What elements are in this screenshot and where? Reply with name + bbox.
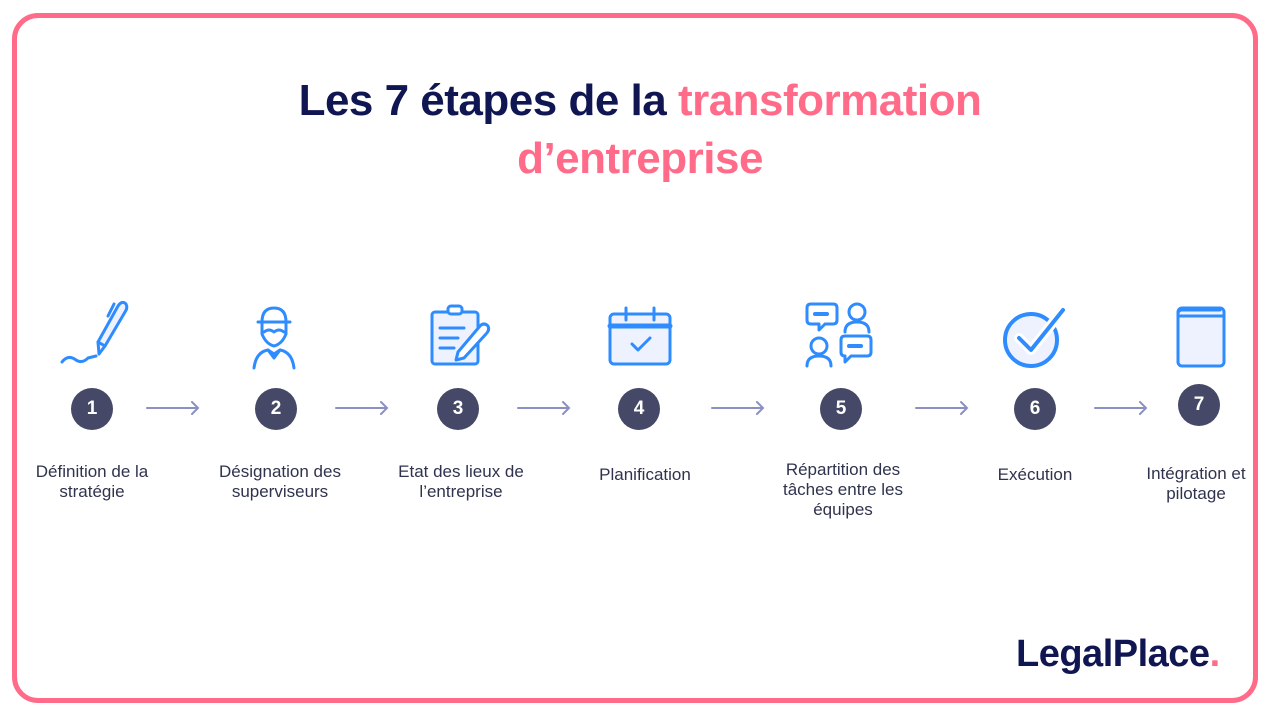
logo-dot: . (1209, 633, 1221, 675)
calendar-check-icon (600, 296, 680, 376)
clipboard-edit-icon (418, 296, 498, 376)
step-label-5: Répartition des tâches entre les équipes (782, 460, 903, 519)
title-part-2: transformation (677, 76, 982, 125)
team-chat-icon (801, 296, 881, 376)
arrow-right-icon (146, 400, 200, 416)
step-number-2: 2 (255, 388, 297, 430)
step-label-1: Définition de la stratégie (35, 462, 149, 501)
legalplace-logo: LegalPlace. (1016, 633, 1220, 676)
supervisor-person-icon (234, 296, 314, 376)
step-number-7: 7 (1178, 384, 1220, 426)
step-label-2: Désignation des superviseurs (219, 462, 341, 501)
step-label-4: Planification (599, 465, 691, 484)
step-number-6: 6 (1014, 388, 1056, 430)
check-circle-icon (995, 296, 1075, 376)
arrow-right-icon (711, 400, 765, 416)
page-title: Les 7 étapes de la transformation d’entr… (0, 72, 1280, 188)
arrow-right-icon (1094, 400, 1148, 416)
title-part-3: d’entreprise (517, 134, 763, 183)
step-number-1: 1 (71, 388, 113, 430)
title-part-1: Les 7 étapes de la (298, 76, 678, 125)
step-label-3: Etat des lieux de l’entreprise (398, 462, 524, 501)
step-number-5: 5 (820, 388, 862, 430)
pink-frame (12, 13, 1258, 703)
book-icon (1160, 296, 1240, 376)
step-label-6: Exécution (997, 465, 1073, 484)
step-number-4: 4 (618, 388, 660, 430)
step-label-7: Intégration et pilotage (1146, 464, 1246, 503)
arrow-right-icon (517, 400, 571, 416)
arrow-right-icon (915, 400, 969, 416)
pen-signature-icon (52, 296, 132, 376)
arrow-right-icon (335, 400, 389, 416)
step-number-3: 3 (437, 388, 479, 430)
logo-text: LegalPlace (1016, 633, 1210, 675)
